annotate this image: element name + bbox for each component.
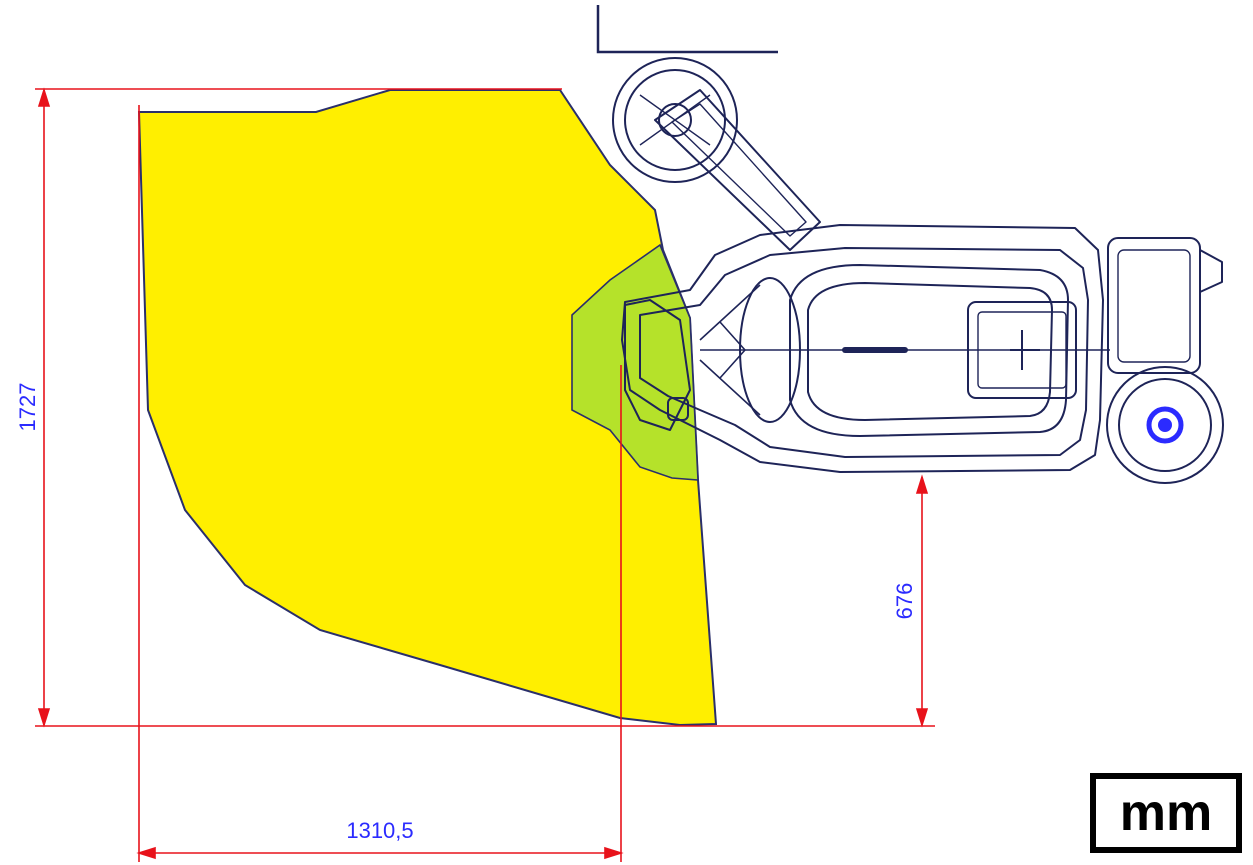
unit-label: mm — [1119, 784, 1213, 842]
machine-seat-inner — [807, 282, 1053, 421]
wheel-icon — [612, 57, 738, 183]
dim-width-arrow-left — [136, 846, 156, 860]
machine-chassis-inner — [639, 247, 1089, 458]
rear-wheel-icon — [1106, 366, 1224, 484]
rear-block-inner — [1117, 249, 1191, 363]
control-plate-mark — [1010, 330, 1040, 370]
steering-loop — [739, 277, 801, 423]
steering-column-inner — [671, 103, 807, 237]
overlap-area-green — [571, 243, 699, 481]
machine-top-view-icon — [621, 89, 1223, 473]
machine-seat — [789, 264, 1069, 437]
dim-offset-label: 676 — [892, 583, 917, 620]
reference-bracket — [596, 5, 778, 54]
rear-bumper — [1199, 249, 1223, 293]
dim-offset-arrow-top — [915, 474, 929, 494]
rear-block — [1107, 237, 1201, 374]
steering-column-icon — [654, 89, 821, 251]
unit-box: mm — [1090, 773, 1242, 853]
dim-width-label: 1310,5 — [346, 818, 413, 843]
dimension-lines — [35, 87, 935, 862]
dim-offset-arrow-bottom — [915, 708, 929, 728]
dim-height-arrow-bottom — [37, 708, 51, 728]
machine-front-nose — [624, 299, 691, 431]
working-area-yellow — [137, 89, 718, 727]
control-plate — [967, 301, 1077, 399]
machine-chassis — [621, 224, 1104, 473]
dim-height-label: 1727 — [15, 383, 40, 432]
steering-arms — [699, 284, 761, 416]
dim-width-arrow-right — [604, 846, 624, 860]
dim-height-arrow-top — [37, 87, 51, 107]
front-light — [667, 397, 689, 421]
control-plate-inner — [977, 311, 1067, 389]
